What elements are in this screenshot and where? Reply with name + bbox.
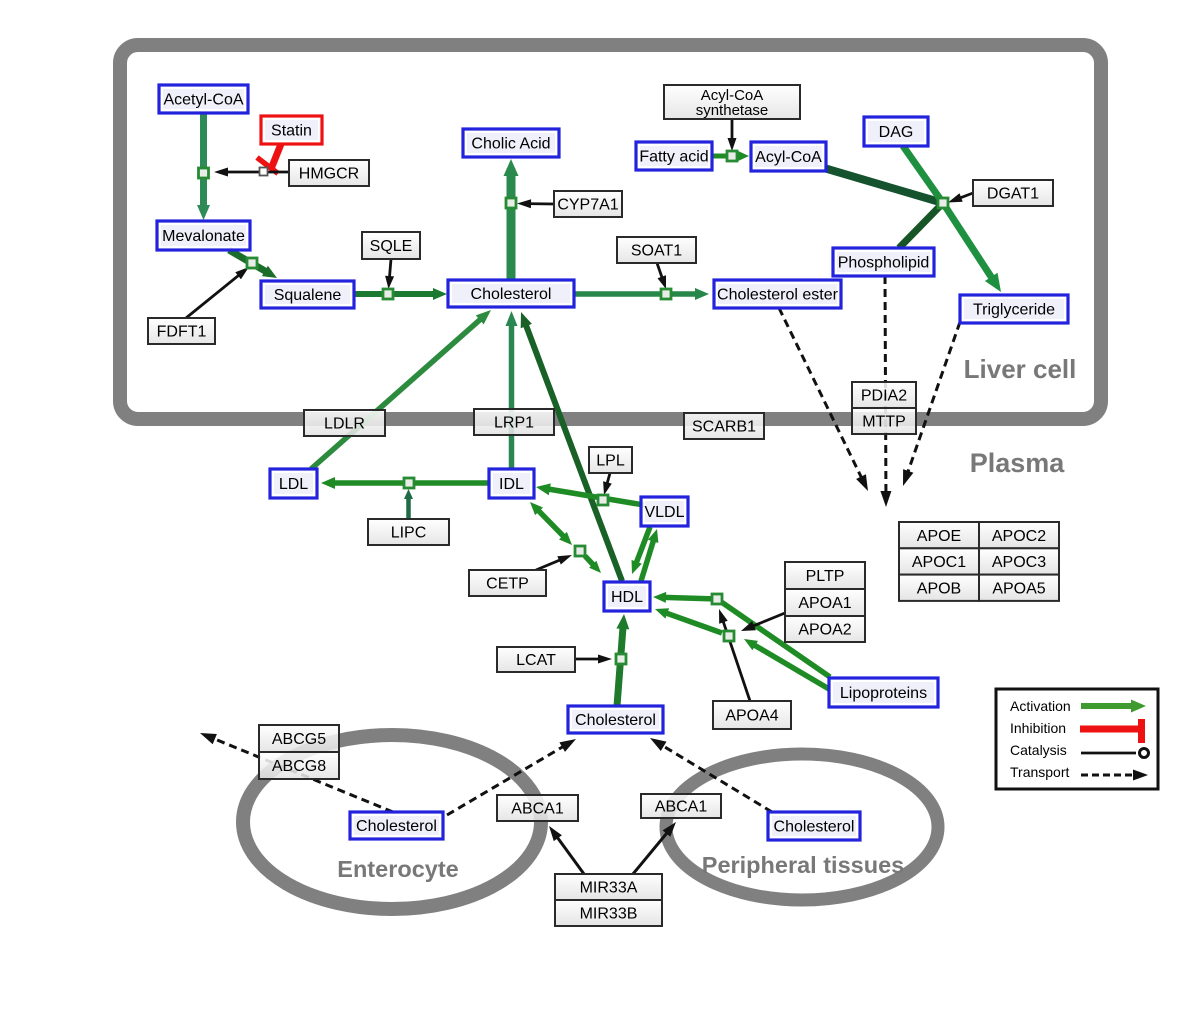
svg-text:APOA1: APOA1 <box>798 595 851 612</box>
svg-text:Lipoproteins: Lipoproteins <box>840 685 927 702</box>
svg-text:DAG: DAG <box>879 124 914 141</box>
svg-text:CYP7A1: CYP7A1 <box>557 197 618 214</box>
svg-text:HMGCR: HMGCR <box>299 166 359 183</box>
svg-text:VLDL: VLDL <box>644 504 684 521</box>
svg-text:APOC2: APOC2 <box>992 528 1046 545</box>
svg-text:synthetase: synthetase <box>696 102 769 119</box>
svg-text:APOE: APOE <box>917 528 961 545</box>
svg-text:Cholesterol: Cholesterol <box>774 819 855 836</box>
svg-text:Cholic Acid: Cholic Acid <box>471 136 550 153</box>
svg-text:Enterocyte: Enterocyte <box>337 856 458 882</box>
svg-text:Phospholipid: Phospholipid <box>838 255 930 272</box>
svg-text:Acyl-CoA: Acyl-CoA <box>755 149 822 166</box>
svg-text:Fatty acid: Fatty acid <box>639 149 708 166</box>
svg-text:LDL: LDL <box>279 476 308 493</box>
svg-text:MIR33B: MIR33B <box>580 906 638 923</box>
svg-text:MTTP: MTTP <box>862 414 906 431</box>
svg-text:CETP: CETP <box>486 576 529 593</box>
svg-text:LDLR: LDLR <box>324 416 365 433</box>
svg-text:Liver cell: Liver cell <box>964 354 1077 384</box>
svg-text:Squalene: Squalene <box>274 287 342 304</box>
svg-text:Acyl-CoA: Acyl-CoA <box>701 87 764 104</box>
svg-text:PLTP: PLTP <box>806 568 845 585</box>
svg-text:Acetyl-CoA: Acetyl-CoA <box>163 92 243 109</box>
svg-text:SQLE: SQLE <box>370 238 413 255</box>
svg-text:ABCA1: ABCA1 <box>655 799 708 816</box>
svg-text:Plasma: Plasma <box>970 448 1066 478</box>
svg-text:HDL: HDL <box>611 589 643 606</box>
svg-text:Cholesterol ester: Cholesterol ester <box>717 287 839 304</box>
svg-text:Triglyceride: Triglyceride <box>973 302 1055 319</box>
svg-text:LCAT: LCAT <box>516 652 556 669</box>
svg-text:SOAT1: SOAT1 <box>631 243 682 260</box>
svg-text:DGAT1: DGAT1 <box>987 186 1039 203</box>
svg-text:ABCA1: ABCA1 <box>511 801 564 818</box>
svg-text:FDFT1: FDFT1 <box>157 324 207 341</box>
svg-text:APOA5: APOA5 <box>992 580 1045 597</box>
svg-text:ABCG5: ABCG5 <box>272 731 326 748</box>
svg-text:Activation: Activation <box>1010 698 1071 714</box>
svg-text:Mevalonate: Mevalonate <box>162 228 245 245</box>
svg-text:Transport: Transport <box>1010 764 1070 780</box>
svg-text:APOC1: APOC1 <box>912 554 966 571</box>
svg-text:SCARB1: SCARB1 <box>692 419 756 436</box>
svg-text:LIPC: LIPC <box>391 525 427 542</box>
svg-text:ABCG8: ABCG8 <box>272 758 326 775</box>
svg-text:LRP1: LRP1 <box>494 415 534 432</box>
svg-text:LPL: LPL <box>596 453 625 470</box>
svg-text:Peripheral tissues: Peripheral tissues <box>702 852 904 878</box>
svg-text:IDL: IDL <box>499 476 524 493</box>
svg-text:MIR33A: MIR33A <box>580 880 638 897</box>
svg-text:APOA2: APOA2 <box>798 622 851 639</box>
svg-text:APOC3: APOC3 <box>992 554 1046 571</box>
svg-text:APOB: APOB <box>917 580 961 597</box>
svg-text:Inhibition: Inhibition <box>1010 720 1066 736</box>
svg-text:Catalysis: Catalysis <box>1010 742 1067 758</box>
svg-text:Cholesterol: Cholesterol <box>356 818 437 835</box>
svg-text:Statin: Statin <box>271 123 312 140</box>
svg-text:Cholesterol: Cholesterol <box>471 286 552 303</box>
svg-text:PDIA2: PDIA2 <box>861 388 907 405</box>
svg-text:Cholesterol: Cholesterol <box>575 712 656 729</box>
svg-text:APOA4: APOA4 <box>725 708 778 725</box>
